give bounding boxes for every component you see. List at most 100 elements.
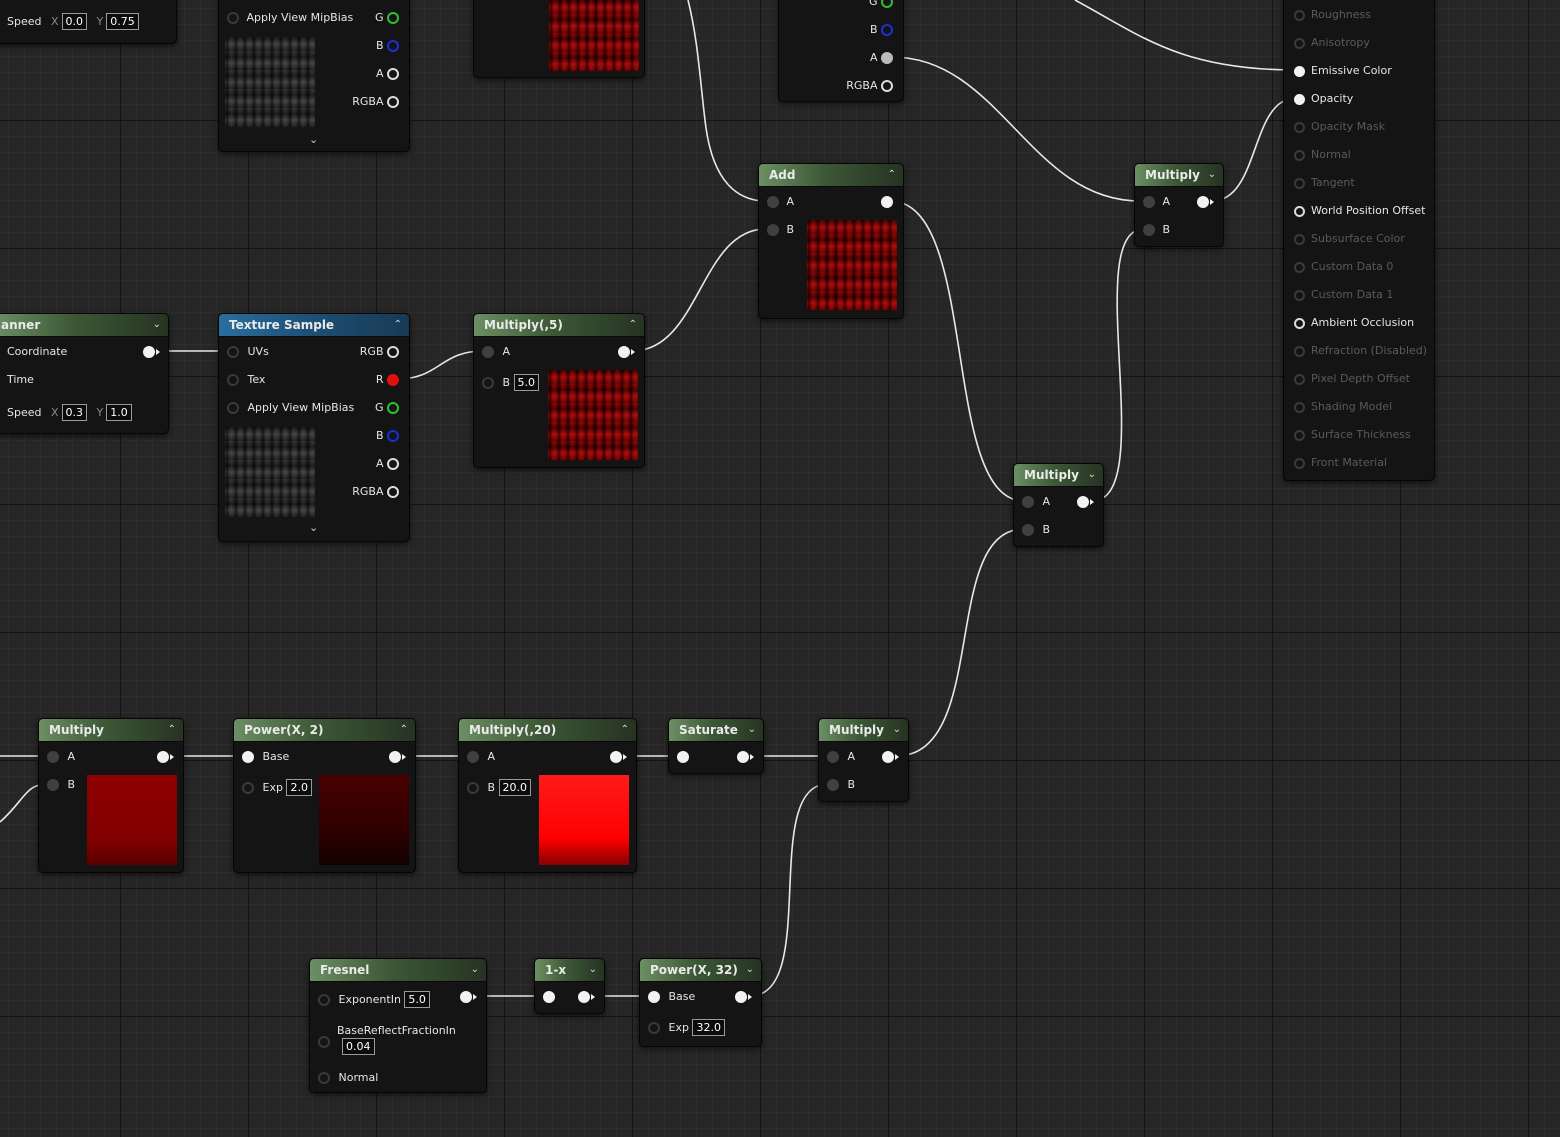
input-pin[interactable] (677, 751, 689, 763)
a-output-pin[interactable] (881, 52, 893, 64)
material-input-row[interactable]: Custom Data 0 (1294, 258, 1393, 276)
material-input-pin[interactable] (1294, 9, 1305, 21)
material-input-pin[interactable] (1294, 233, 1305, 245)
expand-chevron-icon[interactable]: ⌄ (309, 133, 319, 146)
base-reflect-value-field[interactable]: 0.04 (342, 1038, 375, 1055)
output-pin[interactable] (1197, 196, 1209, 208)
material-input-pin[interactable] (1294, 65, 1305, 77)
collapse-chevron-icon[interactable]: ⌃ (628, 319, 637, 330)
output-pin[interactable] (881, 196, 893, 208)
b-input-pin[interactable] (482, 377, 494, 389)
material-input-pin[interactable] (1294, 93, 1305, 105)
a-input-pin[interactable] (1143, 196, 1155, 208)
material-input-pin[interactable] (1294, 457, 1305, 469)
material-input-row[interactable]: Anisotropy (1294, 34, 1370, 52)
multiply20-header[interactable]: Multiply(,20)⌃ (459, 719, 636, 742)
fresnel-header[interactable]: Fresnel⌄ (310, 959, 486, 982)
material-input-row[interactable]: Pixel Depth Offset (1294, 370, 1410, 388)
material-input-pin[interactable] (1294, 373, 1305, 385)
material-input-pin[interactable] (1294, 121, 1305, 133)
output-pin[interactable] (143, 346, 155, 358)
a-input-pin[interactable] (482, 346, 494, 358)
tex-input-pin[interactable] (227, 374, 239, 386)
multiply-node-bottom-right[interactable]: Multiply⌄ A B (818, 718, 909, 802)
a-input-pin[interactable] (767, 196, 779, 208)
exp-input-pin[interactable] (242, 782, 254, 794)
add-node-header[interactable]: Add⌃ (759, 164, 903, 187)
normal-input-pin[interactable] (318, 1072, 330, 1084)
material-input-pin[interactable] (1294, 289, 1305, 301)
texture-sample-header[interactable]: Texture Sample⌃ (219, 314, 409, 337)
b-input-pin[interactable] (467, 782, 479, 794)
speed-x-field[interactable]: 0.3 (61, 404, 88, 421)
power32-header[interactable]: Power(X, 32)⌄ (640, 959, 761, 982)
material-input-pin[interactable] (1294, 37, 1305, 49)
power2-node[interactable]: Power(X, 2)⌃ Base Exp 2.0 (233, 718, 416, 873)
output-pin[interactable] (618, 346, 630, 358)
collapse-chevron-icon[interactable]: ⌄ (892, 724, 901, 735)
texture-sample-node[interactable]: Texture Sample⌃ UVs Tex Apply View MipBi… (218, 313, 410, 542)
multiply-node-header[interactable]: Multiply⌄ (1014, 464, 1103, 487)
collapse-chevron-icon[interactable]: ⌄ (1207, 169, 1216, 180)
multiply-node-bottom-left[interactable]: Multiply⌃ A B (38, 718, 184, 873)
material-input-row[interactable]: Ambient Occlusion (1294, 314, 1414, 332)
collapse-chevron-icon[interactable]: ⌄ (588, 964, 597, 975)
material-input-row[interactable]: Custom Data 1 (1294, 286, 1393, 304)
b-input-pin[interactable] (767, 224, 779, 236)
collapse-chevron-icon[interactable]: ⌄ (152, 319, 161, 330)
output-pin[interactable] (578, 991, 590, 1003)
r-output-pin[interactable] (387, 374, 399, 386)
output-pin[interactable] (610, 751, 622, 763)
material-input-row[interactable]: Subsurface Color (1294, 230, 1405, 248)
exponent-input-pin[interactable] (318, 994, 330, 1006)
base-input-pin[interactable] (648, 991, 660, 1003)
material-input-pin[interactable] (1294, 261, 1305, 273)
g-output-pin[interactable] (387, 402, 399, 414)
output-pin[interactable] (157, 751, 169, 763)
output-pin[interactable] (389, 751, 401, 763)
fresnel-node[interactable]: Fresnel⌄ ExponentIn 5.0 BaseReflectFract… (309, 958, 487, 1093)
g-output-pin[interactable] (881, 0, 893, 8)
base-reflect-input-pin[interactable] (318, 1036, 330, 1048)
multiply5-node[interactable]: Multiply(,5)⌃ A B 5.0 (473, 313, 645, 468)
mipbias-input-pin[interactable] (227, 402, 239, 414)
multiply-node-top[interactable]: Multiply⌄ A B (1134, 163, 1224, 247)
rgba-output-pin[interactable] (387, 486, 399, 498)
g-output-pin[interactable] (387, 12, 399, 24)
material-input-row[interactable]: Emissive Color (1294, 62, 1392, 80)
collapse-chevron-icon[interactable]: ⌃ (887, 169, 896, 180)
texture-sample-node-top[interactable]: Apply View MipBias G B A RGBA ⌄ (218, 0, 410, 152)
a-input-pin[interactable] (1022, 496, 1034, 508)
saturate-header[interactable]: Saturate⌄ (669, 719, 763, 742)
exponent-value-field[interactable]: 5.0 (404, 991, 430, 1008)
collapse-chevron-icon[interactable]: ⌃ (399, 724, 408, 735)
material-input-row[interactable]: Tangent (1294, 174, 1355, 192)
material-input-pin[interactable] (1294, 149, 1305, 161)
multiply-node-header[interactable]: Multiply⌄ (1135, 164, 1223, 187)
rgb-output-pin[interactable] (387, 346, 399, 358)
multiply-node-header[interactable]: Multiply⌄ (819, 719, 908, 742)
base-input-pin[interactable] (242, 751, 254, 763)
material-input-row[interactable]: World Position Offset (1294, 202, 1425, 220)
output-pin[interactable] (460, 991, 472, 1003)
collapse-chevron-icon[interactable]: ⌃ (393, 319, 402, 330)
material-input-row[interactable]: Roughness (1294, 6, 1371, 24)
b-input-pin[interactable] (1022, 524, 1034, 536)
b-output-pin[interactable] (387, 430, 399, 442)
material-input-pin[interactable] (1294, 429, 1305, 441)
material-input-row[interactable]: Shading Model (1294, 398, 1392, 416)
exp-value-field[interactable]: 2.0 (286, 779, 312, 796)
b-value-field[interactable]: 20.0 (498, 779, 532, 796)
output-pin[interactable] (737, 751, 749, 763)
power2-header[interactable]: Power(X, 2)⌃ (234, 719, 415, 742)
multiply-node-mid[interactable]: Multiply⌄ A B (1013, 463, 1104, 547)
exp-value-field[interactable]: 32.0 (692, 1019, 725, 1036)
material-input-pin[interactable] (1294, 401, 1305, 413)
saturate-node[interactable]: Saturate⌄ (668, 718, 764, 774)
b-output-pin[interactable] (881, 24, 893, 36)
material-input-row[interactable]: Refraction (Disabled) (1294, 342, 1427, 360)
rgba-output-pin[interactable] (881, 80, 893, 92)
output-pin[interactable] (882, 751, 894, 763)
